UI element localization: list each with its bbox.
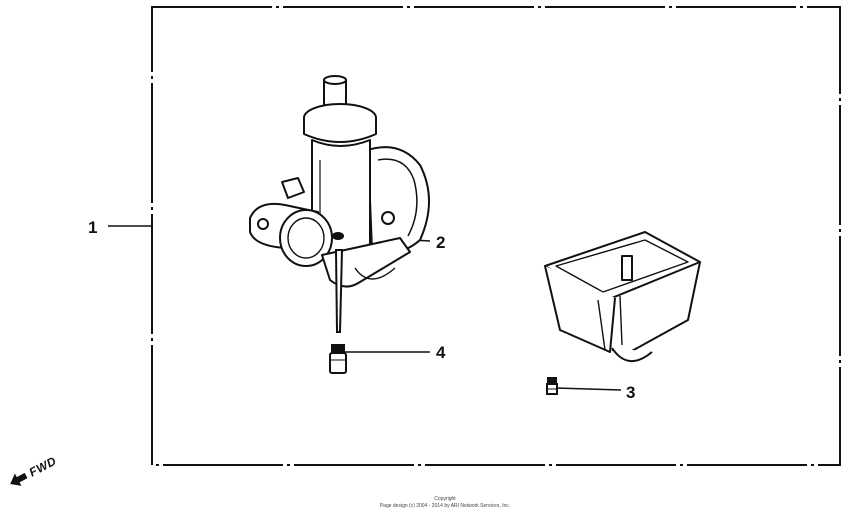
- callout-4: 4: [436, 343, 446, 362]
- leader-line-3: [555, 387, 622, 391]
- arrow-down-left-icon: [10, 472, 28, 486]
- float-chamber: [544, 231, 701, 362]
- copyright-line-1: Copyright: [434, 496, 456, 502]
- copyright-notice: Copyright Page design (c) 2004 - 2014 by…: [300, 496, 590, 510]
- copyright-line-2: Page design (c) 2004 - 2014 by ARI Netwo…: [379, 503, 511, 509]
- fwd-indicator: FWD: [6, 452, 60, 492]
- drain-screw-part-3: [546, 377, 558, 395]
- carburetor-body: [249, 75, 430, 288]
- callout-3: 3: [626, 383, 636, 402]
- needle-jet: [334, 249, 344, 333]
- callout-1: 1: [88, 218, 98, 237]
- o-ring-part-2: [332, 232, 344, 240]
- callout-2: 2: [436, 233, 446, 252]
- kit-boundary-frame: [151, 6, 841, 466]
- main-jet-part-4: [329, 344, 347, 374]
